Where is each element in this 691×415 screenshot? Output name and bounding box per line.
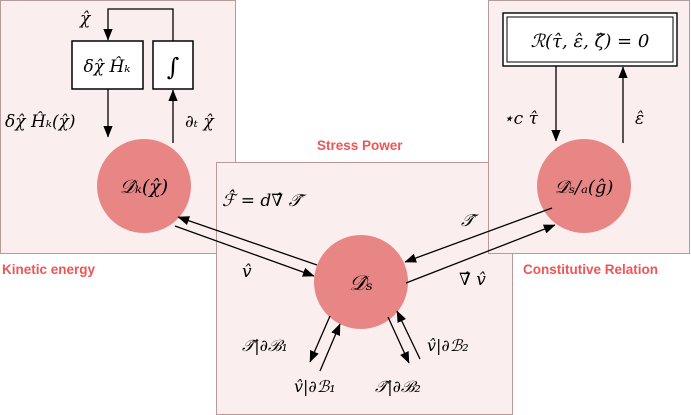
boundary1-velocity-label: v̂|∂ℬ₁ bbox=[294, 377, 336, 396]
velocity-label: v̂ bbox=[242, 262, 252, 282]
velocity-arrow bbox=[174, 225, 315, 277]
boundary2-velocity-label: v̂|∂ℬ₂ bbox=[427, 336, 469, 355]
variation-output-label: δχ̂ Ĥₖ(χ̂) bbox=[5, 111, 76, 132]
boundary1-stress-label: 𝒯̂|∂ℬ₁ bbox=[242, 336, 288, 355]
relation-box-inner-border bbox=[506, 16, 674, 63]
boundary1-stress-arrow bbox=[309, 315, 331, 363]
relation-box bbox=[502, 12, 678, 67]
epsilon-label: ε̂ bbox=[635, 109, 644, 129]
boundary2-stress-label: 𝒯̂|∂ℬ₂ bbox=[375, 377, 421, 396]
kinetic-energy-title: Kinetic energy bbox=[2, 262, 96, 277]
relation-box-label: ℛ(τ̂, ε̂, ζ̂) = 0 bbox=[531, 31, 650, 52]
force-label: ℱ̂ = d∇̂ 𝒯̂ bbox=[222, 189, 307, 211]
chi-label: χ̂ bbox=[79, 9, 92, 29]
stress-tensor-arrow bbox=[404, 207, 553, 263]
boundary2-velocity-arrow bbox=[387, 316, 410, 364]
kinetic-node bbox=[97, 139, 191, 233]
boundary2-stress-arrow bbox=[396, 310, 421, 360]
feedback-loop-arrow bbox=[103, 8, 174, 41]
hodge-tau-label: ⋆c τ̂ bbox=[503, 109, 539, 129]
stress-power-title: Stress Power bbox=[317, 138, 403, 153]
variation-box-label: δχ̂ Ĥₖ bbox=[84, 56, 131, 77]
constitutive-node bbox=[537, 139, 631, 233]
constitutive-relation-title: Constitutive Relation bbox=[523, 262, 658, 277]
variation-box bbox=[71, 40, 144, 90]
dt-chi-label: ∂ₜ χ̂ bbox=[185, 112, 215, 132]
constitutive-node-label: 𝒟̂ₛ/ₐ(ĝ) bbox=[555, 177, 614, 198]
stress-node bbox=[314, 235, 408, 329]
stress-node-label: 𝒟̂ₛ bbox=[349, 271, 373, 295]
kinetic-node-label: 𝒟̂ₖ(χ̂) bbox=[120, 176, 168, 198]
force-arrow bbox=[177, 216, 318, 266]
velocity-gradient-arrow bbox=[405, 224, 556, 284]
velocity-gradient-label: ∇̂ v̂ bbox=[459, 270, 486, 290]
boundary1-velocity-arrow bbox=[319, 323, 341, 372]
integral-box-label: ∫ bbox=[167, 53, 180, 81]
